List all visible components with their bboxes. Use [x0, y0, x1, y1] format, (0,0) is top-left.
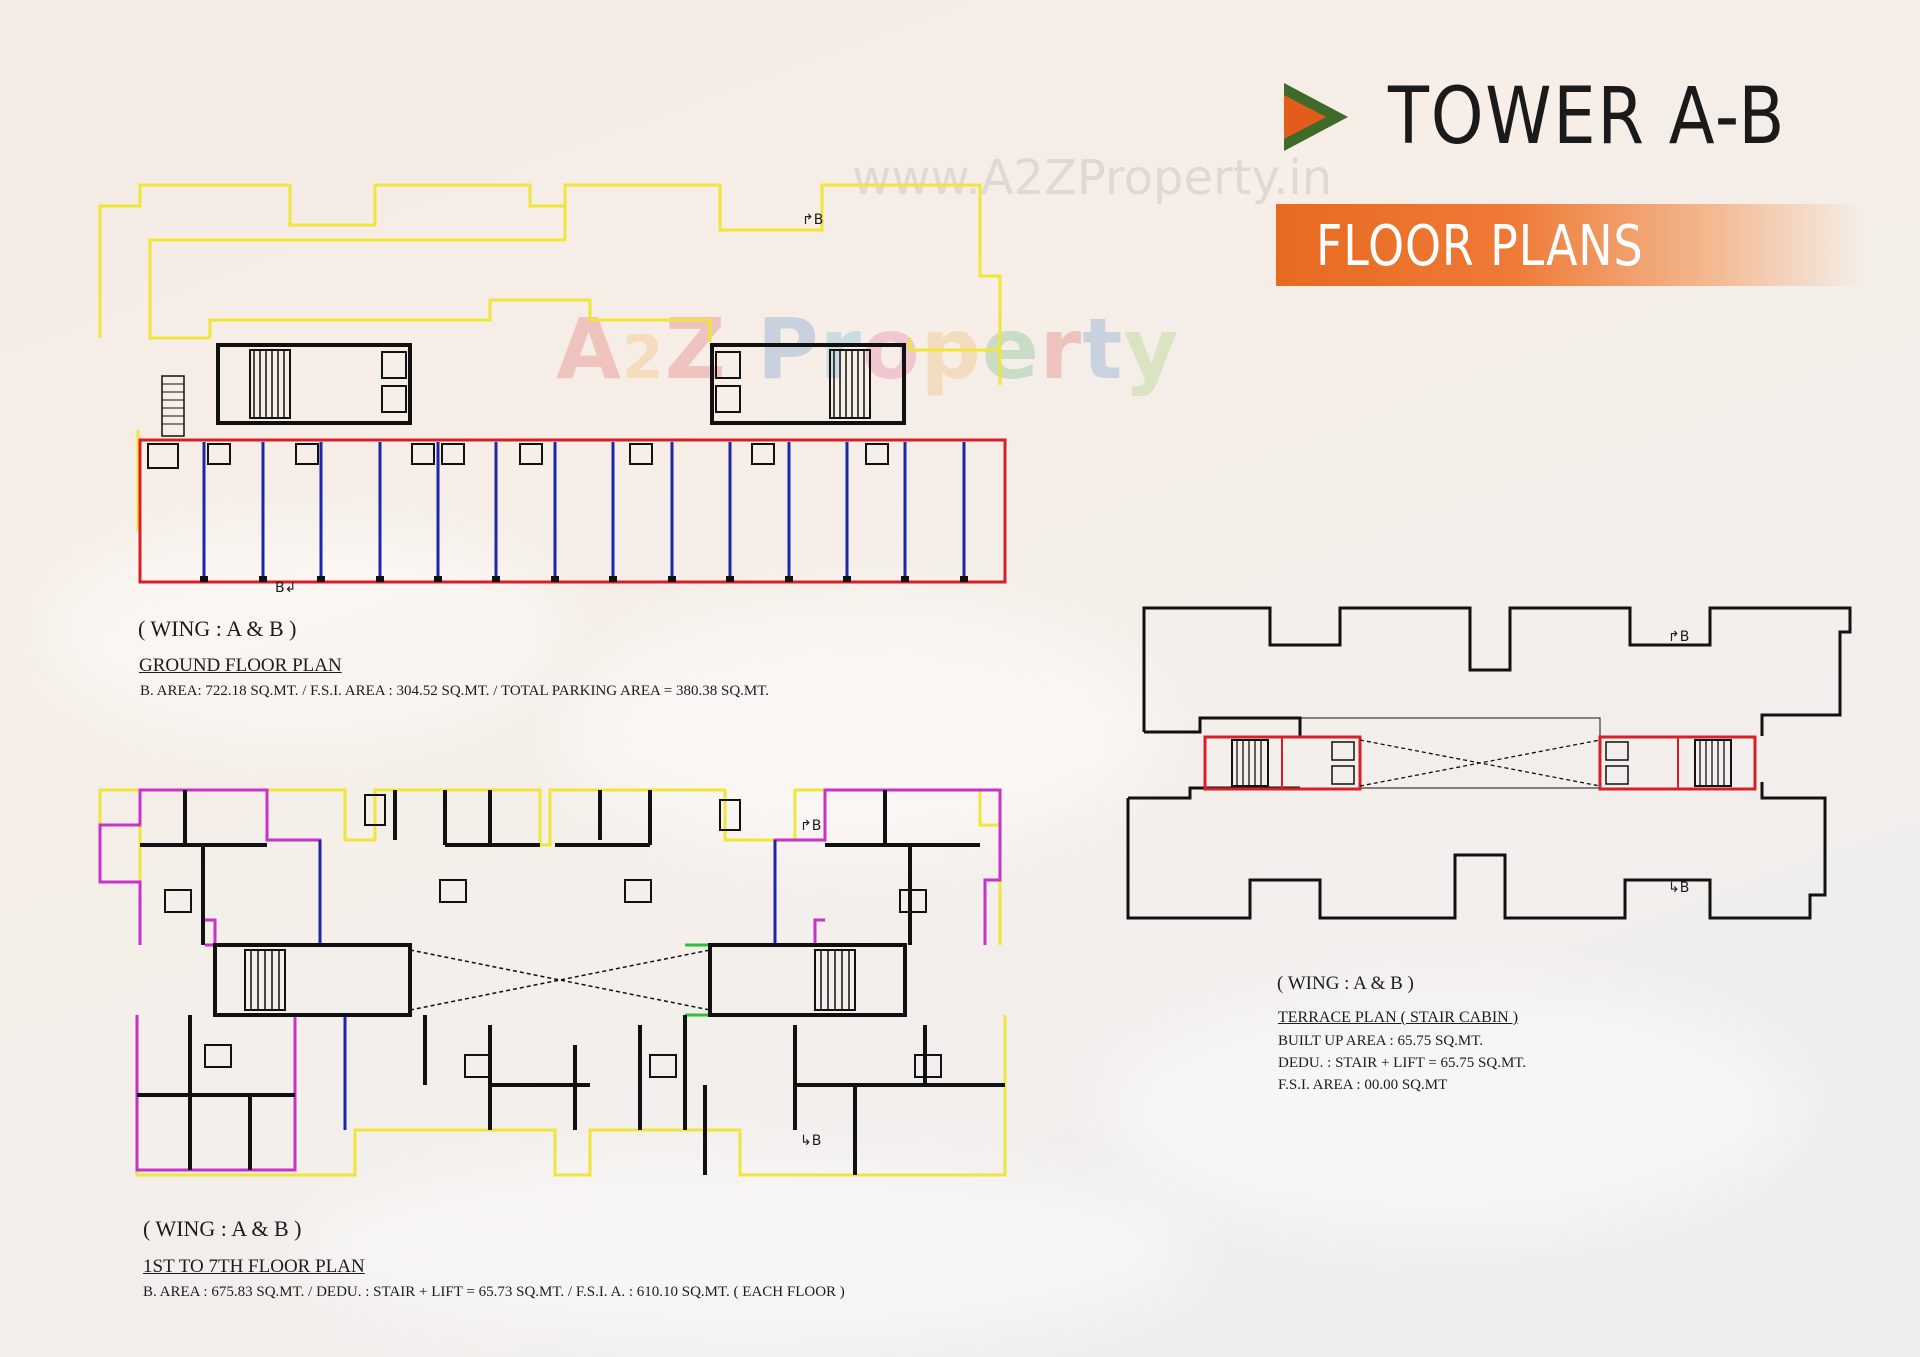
cloud-decoration	[560, 600, 1160, 860]
typical-floor-plan-drawing	[98, 788, 1007, 1177]
terrace-fsi-area: F.S.I. AREA : 00.00 SQ.MT	[1278, 1077, 1448, 1093]
typical-plan-title: 1ST TO 7TH FLOOR PLAN	[143, 1256, 365, 1277]
floor-plans-banner: FLOOR PLANS	[1276, 204, 1866, 286]
watermark-url: www.A2ZProperty.in	[852, 150, 1333, 206]
terrace-built-up-area: BUILT UP AREA : 65.75 SQ.MT.	[1278, 1033, 1484, 1049]
banner-label: FLOOR PLANS	[1316, 214, 1644, 279]
terrace-plan-title: TERRACE PLAN ( STAIR CABIN )	[1278, 1009, 1519, 1026]
watermark-logo: A2Z Property	[556, 300, 1180, 398]
ground-stair-core-b	[710, 343, 906, 425]
ground-floor-plan-drawing	[98, 183, 1007, 584]
terrace-outline-lower	[1126, 782, 1827, 920]
typical-stair-core-a	[213, 943, 412, 1017]
cloud-decoration	[1100, 980, 1800, 1240]
section-marker-label: B	[811, 818, 822, 834]
section-marker-label: B	[811, 1133, 822, 1149]
terrace-wing-label: ( WING : A & B )	[1277, 973, 1414, 994]
ground-stair-core-a	[216, 343, 412, 425]
page-title: TOWER A-B	[1388, 72, 1787, 162]
section-marker-label: B	[813, 212, 824, 228]
ground-upper-outline-right	[563, 183, 1002, 385]
typical-wing-label: ( WING : A & B )	[143, 1216, 302, 1241]
section-marker-label: B	[1679, 629, 1690, 645]
terrace-section-marker-top: ↱B	[1668, 629, 1690, 645]
terrace-section-marker-bottom: ↳B	[1668, 880, 1690, 896]
ground-plan-title: GROUND FLOOR PLAN	[139, 655, 342, 676]
ground-section-marker-top: ↱B	[802, 212, 824, 228]
typical-section-marker-top: ↱B	[800, 818, 822, 834]
typical-outline-upper	[98, 788, 1002, 945]
terrace-outline-upper	[1142, 606, 1852, 736]
ground-wing-label: ( WING : A & B )	[138, 616, 297, 641]
ground-shop-dividers	[202, 442, 966, 580]
ground-upper-outline	[98, 183, 567, 340]
typical-outline-lower	[135, 1015, 1007, 1177]
typical-plan-info: B. AREA : 675.83 SQ.MT. / DEDU. : STAIR …	[143, 1284, 845, 1300]
ground-section-marker-bottom: B↲	[275, 580, 297, 596]
section-marker-label: B	[1679, 880, 1690, 896]
typical-stair-core-b	[708, 943, 907, 1017]
cloud-decoration	[40, 520, 560, 740]
terrace-deduction: DEDU. : STAIR + LIFT = 65.75 SQ.MT.	[1278, 1055, 1527, 1071]
terrace-plan-drawing	[1126, 606, 1852, 920]
play-arrow-icon	[1284, 83, 1348, 151]
section-marker-label: B	[275, 580, 285, 596]
ground-plan-info: B. AREA: 722.18 SQ.MT. / F.S.I. AREA : 3…	[140, 683, 770, 699]
ground-shops-outline	[138, 438, 1007, 584]
cloud-decoration	[300, 1150, 1200, 1350]
page-header: TOWER A-B	[1280, 72, 1851, 162]
typical-section-marker-bottom: ↳B	[800, 1133, 822, 1149]
